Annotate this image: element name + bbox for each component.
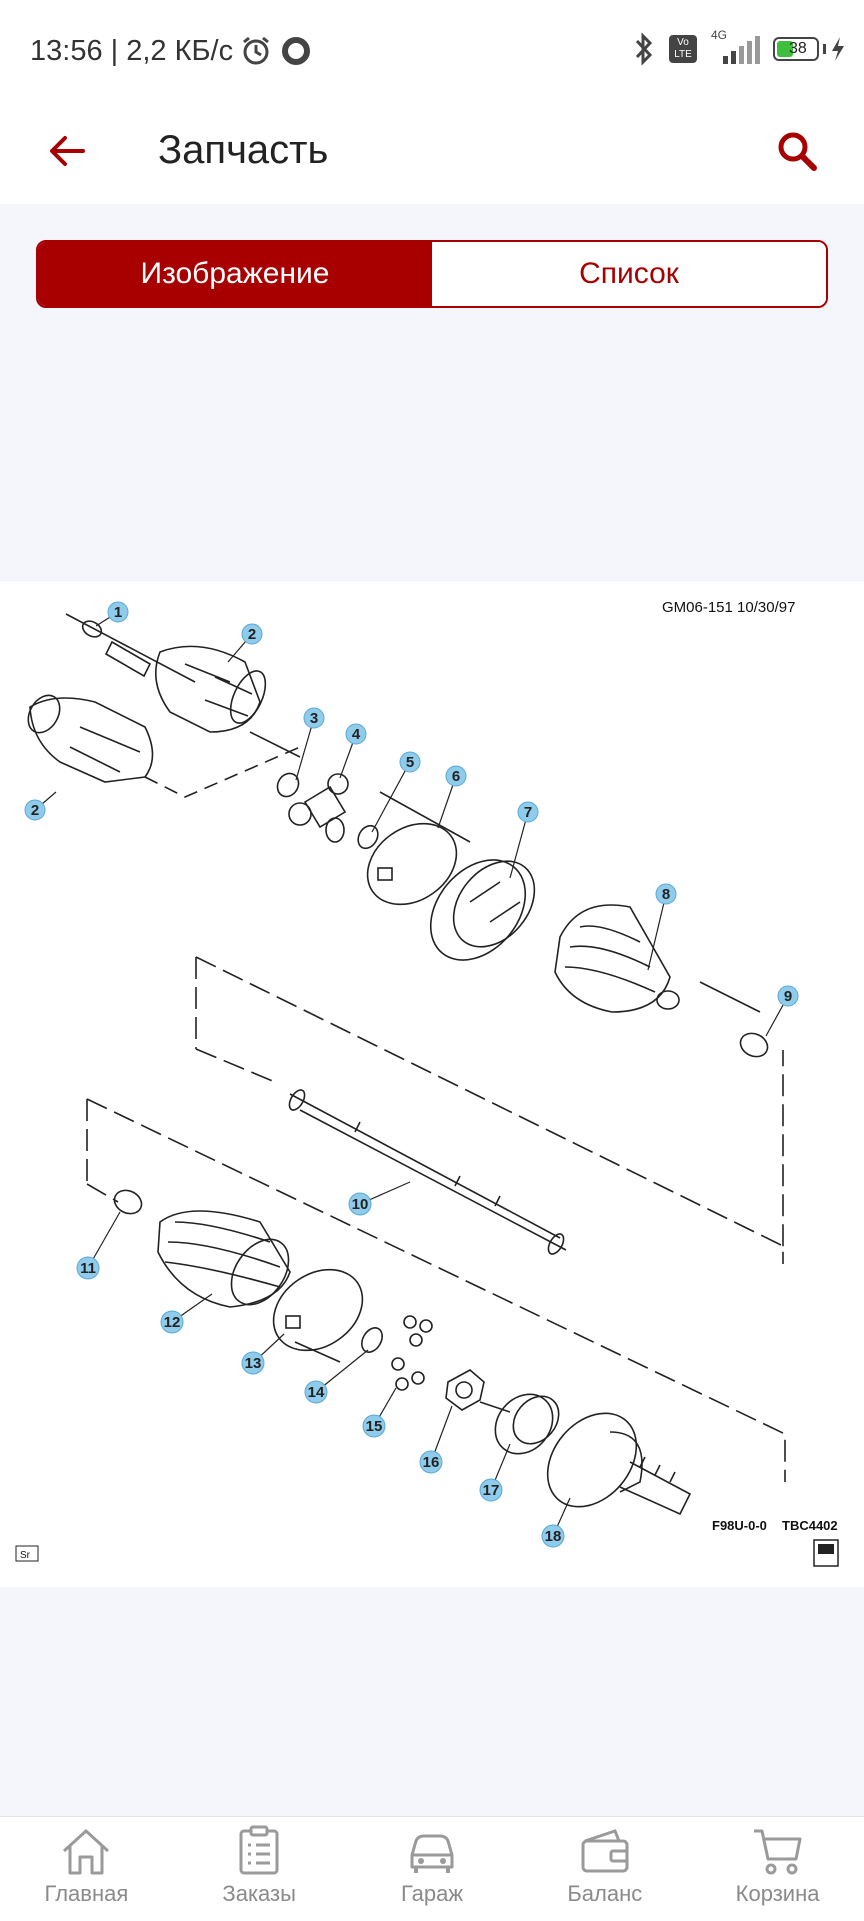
tab-image[interactable]: Изображение xyxy=(38,242,432,306)
battery-level: 38 xyxy=(789,40,807,57)
exploded-view-drawing: GM06-151 10/30/97 F98U-0-0 TBC4402 Sr xyxy=(15,599,839,1567)
svg-text:12: 12 xyxy=(164,1314,181,1331)
svg-text:10: 10 xyxy=(352,1196,369,1213)
status-bar: 13:56 | 2,2 КБ/с Vo LTE 4G xyxy=(0,0,864,100)
charging-icon xyxy=(832,37,844,61)
callout-18[interactable]: 18 xyxy=(541,1524,565,1548)
car-icon xyxy=(410,1834,454,1873)
app-bar: Запчасть xyxy=(0,100,864,204)
back-button[interactable] xyxy=(36,120,98,182)
svg-text:4: 4 xyxy=(352,726,361,743)
svg-text:15: 15 xyxy=(366,1418,383,1435)
tab-list[interactable]: Список xyxy=(432,242,826,306)
bottom-navigation: Главная Заказы Гараж Баланс К xyxy=(0,1816,864,1921)
callout-15[interactable]: 15 xyxy=(362,1414,386,1438)
svg-text:2: 2 xyxy=(31,802,39,819)
nav-orders-label: Заказы xyxy=(222,1881,296,1906)
svg-text:5: 5 xyxy=(406,754,414,771)
callout-2-alt[interactable]: 2 xyxy=(24,799,46,821)
home-icon xyxy=(63,1829,110,1875)
arrow-left-icon xyxy=(50,136,85,166)
battery-indicator: 38 xyxy=(773,36,846,62)
signal-indicator: 4G xyxy=(709,28,761,66)
svg-text:18: 18 xyxy=(545,1528,562,1545)
svg-text:1: 1 xyxy=(114,604,122,621)
callout-14[interactable]: 14 xyxy=(304,1380,328,1404)
svg-text:8: 8 xyxy=(662,886,670,903)
bluetooth-icon xyxy=(635,32,653,66)
diagram-ref-bottom-2: TBC4402 xyxy=(782,1518,838,1533)
nav-cart[interactable]: Корзина xyxy=(691,1817,864,1921)
nav-home[interactable]: Главная xyxy=(0,1817,173,1921)
nav-balance[interactable]: Баланс xyxy=(518,1817,691,1921)
diagram-ref-top: GM06-151 10/30/97 xyxy=(662,599,795,616)
svg-text:6: 6 xyxy=(452,768,460,785)
book-icon xyxy=(813,1539,839,1567)
callout-17[interactable]: 17 xyxy=(479,1478,503,1502)
svg-text:2: 2 xyxy=(248,626,256,643)
callout-13[interactable]: 13 xyxy=(241,1351,265,1375)
callout-1[interactable]: 1 xyxy=(107,601,129,623)
svg-text:9: 9 xyxy=(784,988,792,1005)
parts-diagram[interactable]: GM06-151 10/30/97 F98U-0-0 TBC4402 Sr xyxy=(0,582,864,1587)
corner-tag: Sr xyxy=(20,1550,31,1561)
svg-text:16: 16 xyxy=(423,1454,440,1471)
nav-garage-label: Гараж xyxy=(400,1881,464,1906)
callout-9[interactable]: 9 xyxy=(777,985,799,1007)
callout-2[interactable]: 2 xyxy=(241,623,263,645)
callout-12[interactable]: 12 xyxy=(160,1310,184,1334)
svg-text:11: 11 xyxy=(80,1260,96,1277)
status-right: Vo LTE 4G 38 xyxy=(631,28,846,66)
svg-text:7: 7 xyxy=(524,804,532,821)
svg-text:14: 14 xyxy=(308,1384,325,1401)
orders-icon xyxy=(239,1825,279,1875)
alarm-icon xyxy=(243,36,270,65)
svg-text:13: 13 xyxy=(245,1355,262,1372)
callout-3[interactable]: 3 xyxy=(303,707,325,729)
nav-cart-label: Корзина xyxy=(735,1881,820,1906)
callout-10[interactable]: 10 xyxy=(348,1192,372,1216)
nav-home-label: Главная xyxy=(44,1881,129,1906)
svg-text:3: 3 xyxy=(310,710,318,727)
nav-orders[interactable]: Заказы xyxy=(173,1817,346,1921)
signal-icon xyxy=(723,36,760,64)
cart-icon xyxy=(753,1829,802,1875)
view-toggle: Изображение Список xyxy=(36,240,828,308)
diagram-ref-bottom-1: F98U-0-0 xyxy=(712,1518,767,1533)
search-icon xyxy=(778,132,817,171)
network-type: 4G xyxy=(711,28,728,42)
volte-badge: Vo LTE xyxy=(669,35,697,63)
nav-balance-label: Баланс xyxy=(567,1881,643,1906)
search-button[interactable] xyxy=(766,120,828,182)
callout-16[interactable]: 16 xyxy=(419,1450,443,1474)
wallet-icon xyxy=(581,1829,629,1873)
status-left: 13:56 | 2,2 КБ/с xyxy=(30,34,313,68)
callout-6[interactable]: 6 xyxy=(445,765,467,787)
callout-5[interactable]: 5 xyxy=(399,751,421,773)
callout-11[interactable]: 11 xyxy=(76,1256,100,1280)
page-title: Запчасть xyxy=(158,128,329,172)
nav-garage[interactable]: Гараж xyxy=(346,1817,519,1921)
callout-7[interactable]: 7 xyxy=(517,801,539,823)
callout-4[interactable]: 4 xyxy=(345,723,367,745)
callout-8[interactable]: 8 xyxy=(655,883,677,905)
svg-text:17: 17 xyxy=(483,1482,500,1499)
status-time-speed: 13:56 | 2,2 КБ/с xyxy=(30,34,234,67)
record-icon xyxy=(282,37,311,65)
